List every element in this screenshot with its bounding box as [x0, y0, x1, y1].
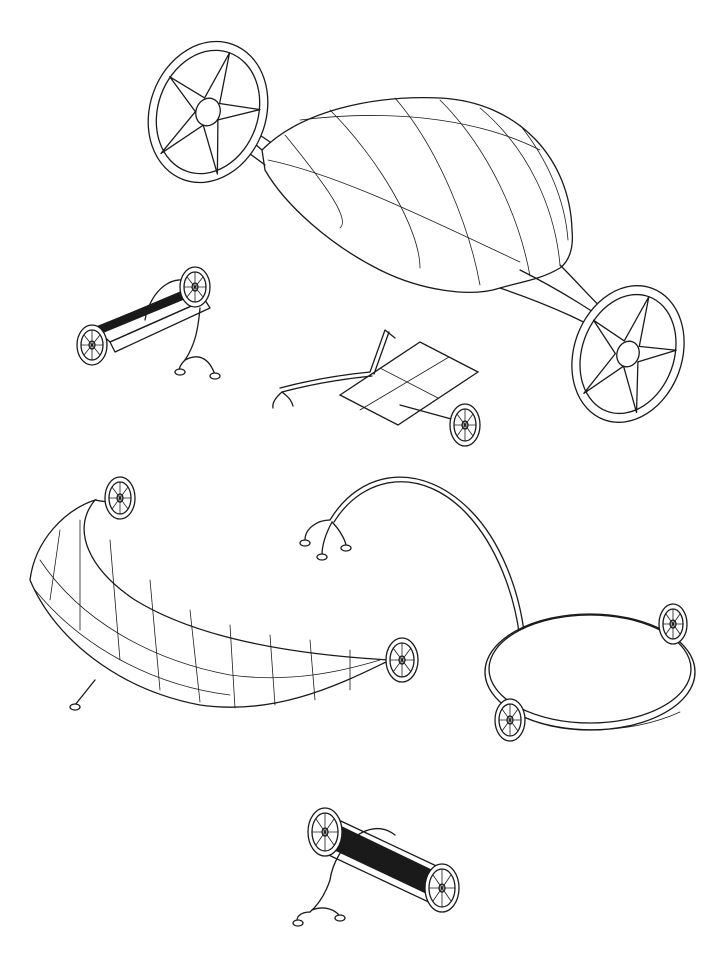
wheel [179, 266, 211, 308]
ring-frame-inner [488, 614, 692, 724]
wheel [424, 863, 460, 913]
canopy-foot [331, 521, 347, 546]
cart-foot [281, 391, 294, 407]
screen-leg [74, 679, 96, 706]
cart-mast [373, 331, 390, 375]
shell-cart [147, 40, 685, 423]
shell-seam [299, 115, 541, 151]
canopy-foot [321, 521, 333, 556]
canopy-arch [329, 476, 526, 641]
cart-foot [272, 391, 283, 409]
cart-mast [369, 329, 396, 373]
shell-rib [267, 159, 521, 263]
wheel [76, 324, 108, 366]
wheel [385, 637, 419, 683]
slatted-drum-bench [292, 807, 460, 927]
wheel [147, 40, 269, 184]
panel-fold [359, 356, 450, 411]
roller-bench [76, 266, 221, 380]
curved-screen-cart [29, 476, 419, 711]
ring-canopy-cart [299, 476, 696, 742]
shell-rib [394, 97, 481, 286]
canopy-arch [333, 481, 521, 641]
screen-grid [49, 519, 351, 709]
cart-axle [399, 404, 456, 421]
wheel [449, 403, 481, 447]
canopy-foot [304, 519, 331, 541]
ring-skirt [519, 711, 681, 731]
canopy-foot-pad [299, 539, 311, 547]
canopy-foot-pad [316, 553, 328, 561]
bench-foot [184, 356, 216, 376]
shell-rib [284, 134, 343, 229]
drum-foot-pad [334, 914, 346, 922]
wheel [494, 698, 526, 742]
drum-arch [329, 828, 396, 881]
cart-arm [279, 371, 371, 389]
screen-grid [39, 559, 381, 679]
bench-leg [184, 307, 201, 361]
canopy-foot-pad [340, 544, 352, 552]
wheel [658, 603, 688, 645]
wheel [307, 807, 343, 857]
flat-panel-cart [272, 329, 481, 447]
screen-grid [34, 589, 231, 696]
shell-rib [439, 99, 531, 277]
shell-rib [479, 107, 561, 266]
shell-rib [519, 124, 569, 241]
drum-foot [311, 907, 341, 917]
wheel [571, 285, 685, 423]
bench-foot-pad [174, 368, 186, 376]
screen-foot-pad [69, 703, 81, 711]
panel-fold [379, 367, 439, 399]
bench-edge [109, 299, 211, 353]
shell-rib [329, 109, 421, 269]
drum-foot-pad [292, 919, 304, 927]
curved-screen [29, 498, 393, 708]
bench-foot-pad [209, 372, 221, 380]
wheel [104, 476, 136, 520]
folding-panel [338, 341, 480, 426]
cart-arm [281, 375, 373, 393]
drum-leg [309, 879, 331, 913]
